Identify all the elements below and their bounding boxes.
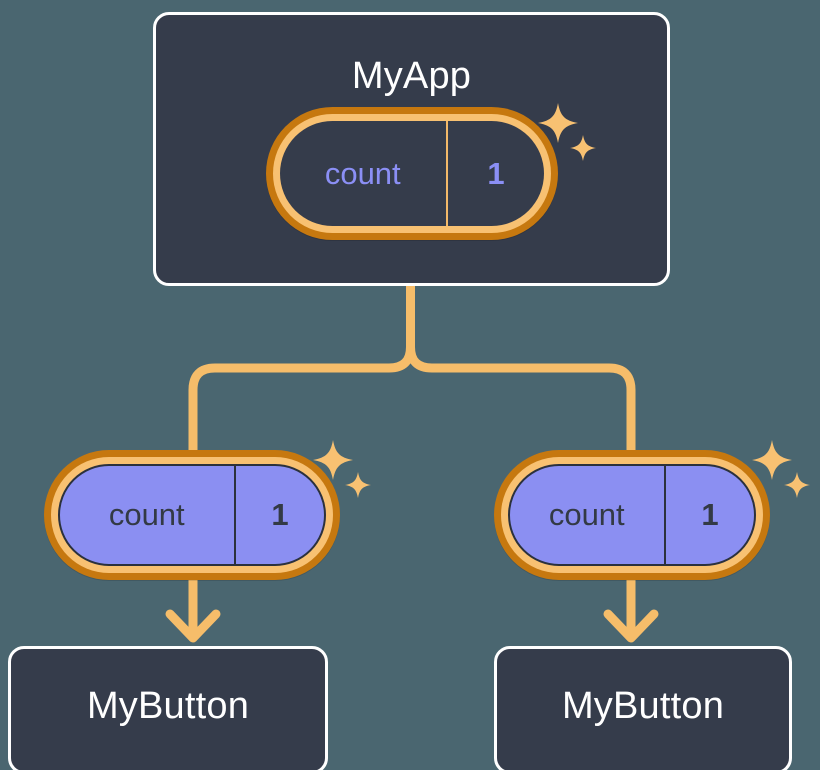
state-pill-inner-ring: count 1 xyxy=(501,457,763,573)
state-key-label: count xyxy=(324,155,401,191)
state-value-label: 1 xyxy=(487,155,505,191)
state-pill-child-left[interactable]: count 1 xyxy=(44,450,340,580)
state-value-label: 1 xyxy=(271,497,289,532)
wire-branch-left xyxy=(188,342,415,457)
state-pill-body: count 1 xyxy=(58,464,326,566)
state-pill-body: count 1 xyxy=(280,121,544,226)
state-pill-divider xyxy=(663,466,666,564)
component-box-mybutton-left[interactable]: MyButton xyxy=(8,646,328,770)
state-pill-divider xyxy=(233,466,236,564)
state-pill-body: count 1 xyxy=(508,464,756,566)
component-title-mybutton: MyButton xyxy=(561,685,725,727)
sparkle-star-icon xyxy=(345,472,371,498)
component-title-mybutton: MyButton xyxy=(86,685,250,727)
wire-arrow-right-head xyxy=(603,609,659,643)
component-box-mybutton-right[interactable]: MyButton xyxy=(494,646,792,770)
component-title-myapp: MyApp xyxy=(351,55,472,97)
state-value-label: 1 xyxy=(701,497,719,532)
state-pill-inner-ring: count 1 xyxy=(273,114,551,233)
wire-branch-right xyxy=(406,342,636,457)
state-pill-myapp[interactable]: count 1 xyxy=(266,107,558,240)
wire-arrow-left-head xyxy=(165,609,221,643)
sparkle-star-icon xyxy=(752,440,792,480)
state-key-label: count xyxy=(108,497,185,532)
state-pill-child-right[interactable]: count 1 xyxy=(494,450,770,580)
sparkle-star-icon xyxy=(784,472,810,498)
state-pill-inner-ring: count 1 xyxy=(51,457,333,573)
state-key-label: count xyxy=(548,497,625,532)
state-pill-divider xyxy=(445,121,448,226)
